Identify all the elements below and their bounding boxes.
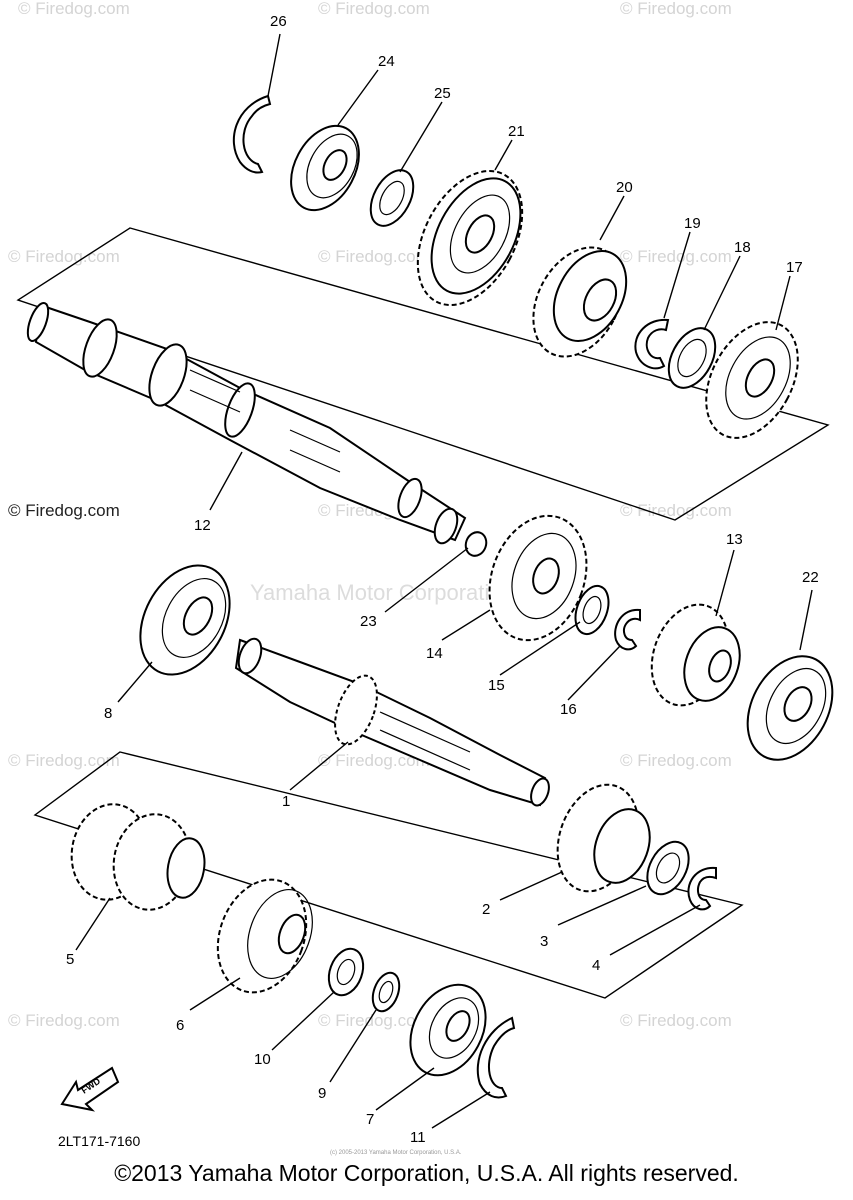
- watermark: © Firedog.com: [318, 247, 430, 266]
- gear-5: [70, 803, 206, 911]
- watermark: © Firedog.com: [8, 751, 120, 770]
- gear-21: [416, 170, 524, 306]
- watermark: © Firedog.com: [318, 751, 430, 770]
- watermark: © Firedog.com: [620, 751, 732, 770]
- callout-19: 19: [684, 215, 701, 232]
- gear-2: [556, 783, 651, 893]
- upper-assembly-outline: [16, 227, 830, 521]
- watermark: © Firedog.com: [620, 1011, 732, 1030]
- watermark: © Firedog.com: [620, 0, 732, 18]
- shaft-12: [26, 302, 467, 545]
- watermark: © Firedog.com: [8, 1011, 120, 1030]
- bearing-22: [746, 655, 834, 761]
- callout-10: 10: [254, 1051, 271, 1068]
- callout-1: 1: [282, 793, 290, 810]
- callout-9: 9: [318, 1085, 326, 1102]
- callout-16: 16: [560, 701, 577, 718]
- callout-14: 14: [426, 645, 443, 662]
- callout-26: 26: [270, 13, 287, 30]
- washer-10: [327, 947, 365, 997]
- watermark: © Firedog.com: [620, 501, 732, 520]
- gear-13: [650, 603, 741, 707]
- callout-8: 8: [104, 705, 112, 722]
- callout-22: 22: [802, 569, 819, 586]
- watermark: © Firedog.com: [8, 501, 120, 520]
- watermark: © Firedog.com: [620, 247, 732, 266]
- callout-12: 12: [194, 517, 211, 534]
- callout-3: 3: [540, 933, 548, 950]
- circlip-16: [614, 608, 641, 651]
- callout-13: 13: [726, 531, 743, 548]
- gear-6: [216, 878, 313, 994]
- watermark: © Firedog.com: [318, 1011, 430, 1030]
- collar-23: [464, 531, 488, 557]
- lower-assembly-outline: [33, 751, 744, 999]
- bearing-24: [290, 124, 360, 212]
- gear-20: [532, 246, 628, 358]
- circlip-11: [476, 1016, 516, 1099]
- fwd-arrow-icon: FWD: [60, 1066, 120, 1112]
- washer-9: [371, 971, 401, 1013]
- callout-24: 24: [378, 53, 395, 70]
- callout-20: 20: [616, 179, 633, 196]
- watermark: © Firedog.com: [318, 0, 430, 18]
- callout-6: 6: [176, 1017, 184, 1034]
- bearing-8: [139, 564, 231, 676]
- callout-17: 17: [786, 259, 803, 276]
- callout-23: 23: [360, 613, 377, 630]
- gear-17: [705, 321, 799, 439]
- part-code: 2LT171-7160: [58, 1133, 140, 1149]
- circlip-4: [687, 866, 717, 911]
- washer-18: [667, 327, 717, 389]
- callout-7: 7: [366, 1111, 374, 1128]
- small-copyright: (c) 2005-2013 Yamaha Motor Corporation, …: [330, 1150, 462, 1156]
- watermark: © Firedog.com: [8, 247, 120, 266]
- callout-5: 5: [66, 951, 74, 968]
- copyright-footer: ©2013 Yamaha Motor Corporation, U.S.A. A…: [114, 1160, 739, 1186]
- callout-18: 18: [734, 239, 751, 256]
- callout-25: 25: [434, 85, 451, 102]
- manufacturer-watermark: Yamaha Motor Corporation: [250, 580, 514, 605]
- washer-25: [369, 169, 415, 227]
- callout-15: 15: [488, 677, 505, 694]
- leader-lines: [75, 33, 813, 1129]
- callout-21: 21: [508, 123, 525, 140]
- callout-2: 2: [482, 901, 490, 918]
- bearing-7: [409, 983, 487, 1077]
- callout-11: 11: [410, 1129, 426, 1146]
- washer-3: [646, 840, 690, 896]
- callout-4: 4: [592, 957, 600, 974]
- watermark: © Firedog.com: [18, 0, 130, 18]
- gear-14: [488, 514, 588, 642]
- callout-labels: 26 24 25 21 20 19 18 17 12 23 14 15 16 1…: [66, 13, 819, 1146]
- washer-15: [574, 584, 610, 636]
- circlip-19: [634, 318, 670, 370]
- circlip-26: [232, 94, 272, 174]
- shaft-1: [234, 637, 550, 807]
